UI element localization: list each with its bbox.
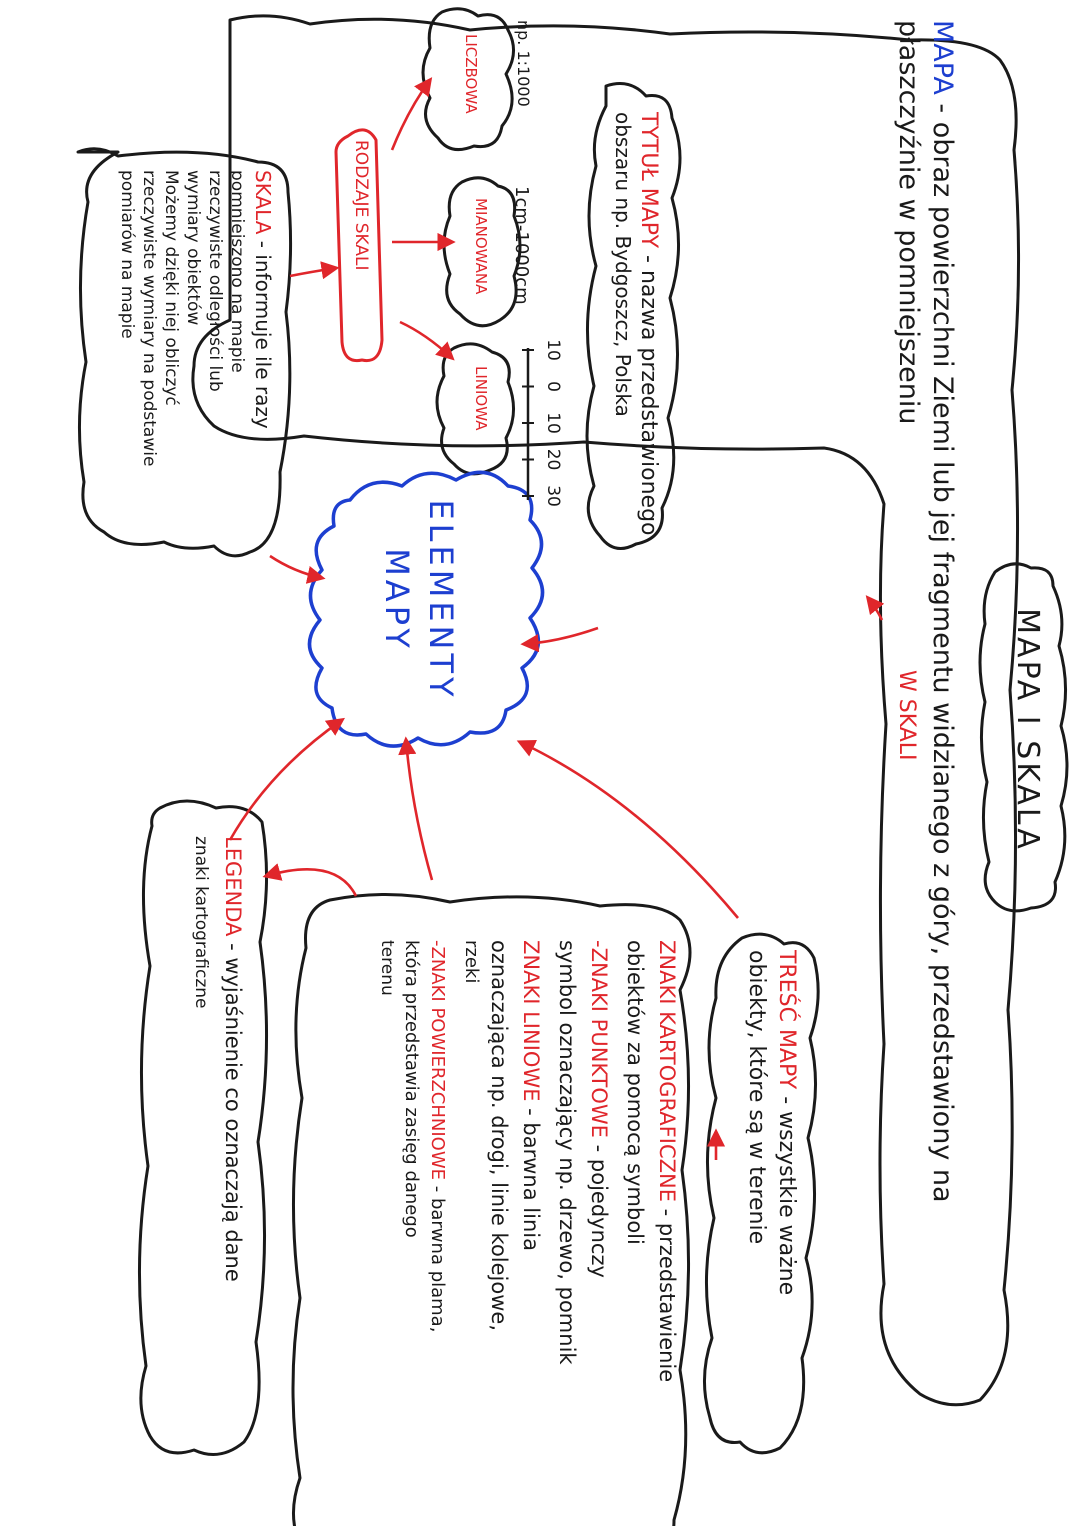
tresc-cloud-outline bbox=[703, 932, 820, 1455]
tytul-text-1: - nazwa przedstawionego bbox=[636, 255, 661, 535]
tytul-cloud-outline bbox=[585, 82, 682, 550]
znaki-lin-label: ZNAKI LINIOWE bbox=[519, 940, 543, 1101]
skala-line2: pomniejszono na mapie bbox=[227, 170, 247, 373]
znaki-pow-line1: -ZNAKI POWIERZCHNIOWE - barwna plama, bbox=[427, 940, 448, 1332]
znaki-punkt-line1: -ZNAKI PUNKTOWE - pojedynczy bbox=[587, 940, 611, 1278]
liczbowa-label: LICZBOWA bbox=[462, 34, 480, 114]
tytul-line1: TYTUŁ MAPY - nazwa przedstawionego bbox=[636, 111, 661, 536]
rodzaje-box-outline bbox=[334, 128, 384, 363]
tytul-label: TYTUŁ MAPY bbox=[636, 111, 661, 249]
title-cloud-outline bbox=[978, 562, 1069, 913]
mianowana-example: 1cm-1000cm bbox=[511, 186, 532, 305]
arrow-legenda-to-center bbox=[228, 717, 345, 841]
tytul-line2: obszaru np. Bydgoszcz, Polska bbox=[611, 112, 635, 417]
arrow-definition-to-wskali bbox=[865, 595, 885, 621]
skala-line1: SKALA - informuje ile razy bbox=[251, 170, 275, 429]
arrow-tytul-to-center bbox=[520, 626, 599, 653]
liczbowa-example: np. 1:1000 bbox=[514, 20, 533, 107]
znaki-line2: obiektów za pomocą symboli bbox=[623, 940, 647, 1245]
znaki-lin-text-1: - barwna linia bbox=[519, 1108, 543, 1251]
center-title-line1: ELEMENTY bbox=[422, 499, 460, 700]
tresc-line2: obiekty, które są w terenie bbox=[744, 950, 769, 1244]
arrow-znaki-to-center bbox=[398, 736, 434, 881]
center-title-line2: MAPY bbox=[378, 548, 416, 652]
center-cloud-outline bbox=[307, 470, 545, 748]
definition-line2: płaszczyźnie w pomniejszeniu bbox=[893, 20, 924, 425]
scale-tick-label: 20 bbox=[543, 449, 563, 471]
znaki-label: ZNAKI KARTOGRAFICZNE bbox=[655, 940, 679, 1202]
legenda-line2: znaki kartograficzne bbox=[191, 836, 211, 1009]
linear-scale-bar: 10 0 10 20 30 bbox=[522, 339, 563, 507]
skala-line4: wymiary obiektów bbox=[183, 170, 203, 325]
arrow-skala-to-center bbox=[269, 554, 326, 584]
mianowana-label: MIANOWANA bbox=[472, 198, 490, 295]
arrow-skala-to-rodzaje bbox=[289, 261, 340, 280]
liczbowa-cloud-outline bbox=[421, 7, 515, 152]
znaki-punkt-text-1: - pojedynczy bbox=[587, 1145, 611, 1278]
scale-tick-label: 10 bbox=[543, 339, 563, 361]
znaki-lin-line3: rzeki bbox=[461, 940, 482, 983]
tresc-line1: TREŚĆ MAPY - wszystkie ważne bbox=[774, 949, 800, 1295]
legenda-line1: LEGENDA - wyjaśnienie co oznaczają dane bbox=[221, 836, 245, 1282]
skala-cloud-outline bbox=[76, 147, 293, 558]
znaki-pow-label: -ZNAKI POWIERZCHNIOWE bbox=[427, 940, 448, 1180]
skala-text-1: - informuje ile razy bbox=[251, 241, 275, 429]
tresc-text-1: - wszystkie ważne bbox=[774, 1096, 799, 1295]
znaki-text-1: - przedstawienie bbox=[655, 1209, 679, 1383]
znaki-cloud-outline bbox=[291, 893, 692, 1526]
definition-text-1: - obraz powierzchni Ziemi lub jej fragme… bbox=[927, 103, 958, 1202]
connector-arrows bbox=[228, 77, 885, 1160]
arrow-rodzaje-to-liniowa bbox=[399, 320, 455, 361]
definition-term: MAPA bbox=[927, 20, 958, 95]
znaki-punkt-line2: symbol oznaczający np. drzewo, pomnik bbox=[555, 940, 579, 1365]
definition-cloud-outline bbox=[191, 14, 1021, 1407]
mianowana-cloud-outline bbox=[442, 176, 522, 328]
znaki-pow-text-1: - barwna plama, bbox=[427, 1186, 448, 1333]
legenda-cloud-outline bbox=[137, 799, 269, 1456]
znaki-line1: ZNAKI KARTOGRAFICZNE - przedstawienie bbox=[655, 940, 679, 1382]
rodzaje-label: RODZAJE SKALI bbox=[351, 140, 371, 270]
scale-tick-label: 30 bbox=[543, 485, 563, 507]
legenda-text-1: - wyjaśnienie co oznaczają dane bbox=[221, 943, 245, 1282]
scale-tick-label: 0 bbox=[543, 381, 563, 392]
definition-line1: MAPA - obraz powierzchni Ziemi lub jej f… bbox=[927, 20, 958, 1203]
znaki-lin-line2: oznaczająca np. drogi, linie kolejowe, bbox=[487, 940, 511, 1331]
skala-line7: pomiarów na mapie bbox=[117, 170, 137, 339]
skala-line3: rzeczywiste odległości lub bbox=[205, 170, 225, 392]
scale-tick-label: 10 bbox=[543, 412, 563, 434]
znaki-punkt-label: -ZNAKI PUNKTOWE bbox=[587, 940, 611, 1138]
arrow-rodzaje-to-liczbowa bbox=[390, 77, 433, 151]
liniowa-cloud-outline bbox=[435, 342, 515, 476]
znaki-pow-line2: która przedstawia zasięg danego bbox=[401, 940, 422, 1238]
definition-note-wskali: W SKALI bbox=[894, 670, 919, 761]
legenda-label: LEGENDA bbox=[221, 836, 245, 937]
arrow-tresc-to-center bbox=[516, 740, 739, 919]
liniowa-label: LINIOWA bbox=[472, 366, 490, 431]
znaki-pow-line3: terenu bbox=[377, 940, 397, 996]
skala-line6: rzeczywiste wymiary na podstawie bbox=[139, 170, 159, 466]
arrow-znaki-to-legenda bbox=[262, 863, 358, 897]
tresc-label: TREŚĆ MAPY bbox=[774, 949, 800, 1090]
page-title: MAPA I SKALA bbox=[1010, 608, 1045, 852]
znaki-lin-line1: ZNAKI LINIOWE - barwna linia bbox=[519, 940, 543, 1251]
skala-line5: Możemy dzięki niej obliczyć bbox=[161, 170, 181, 406]
skala-label: SKALA bbox=[251, 170, 275, 235]
